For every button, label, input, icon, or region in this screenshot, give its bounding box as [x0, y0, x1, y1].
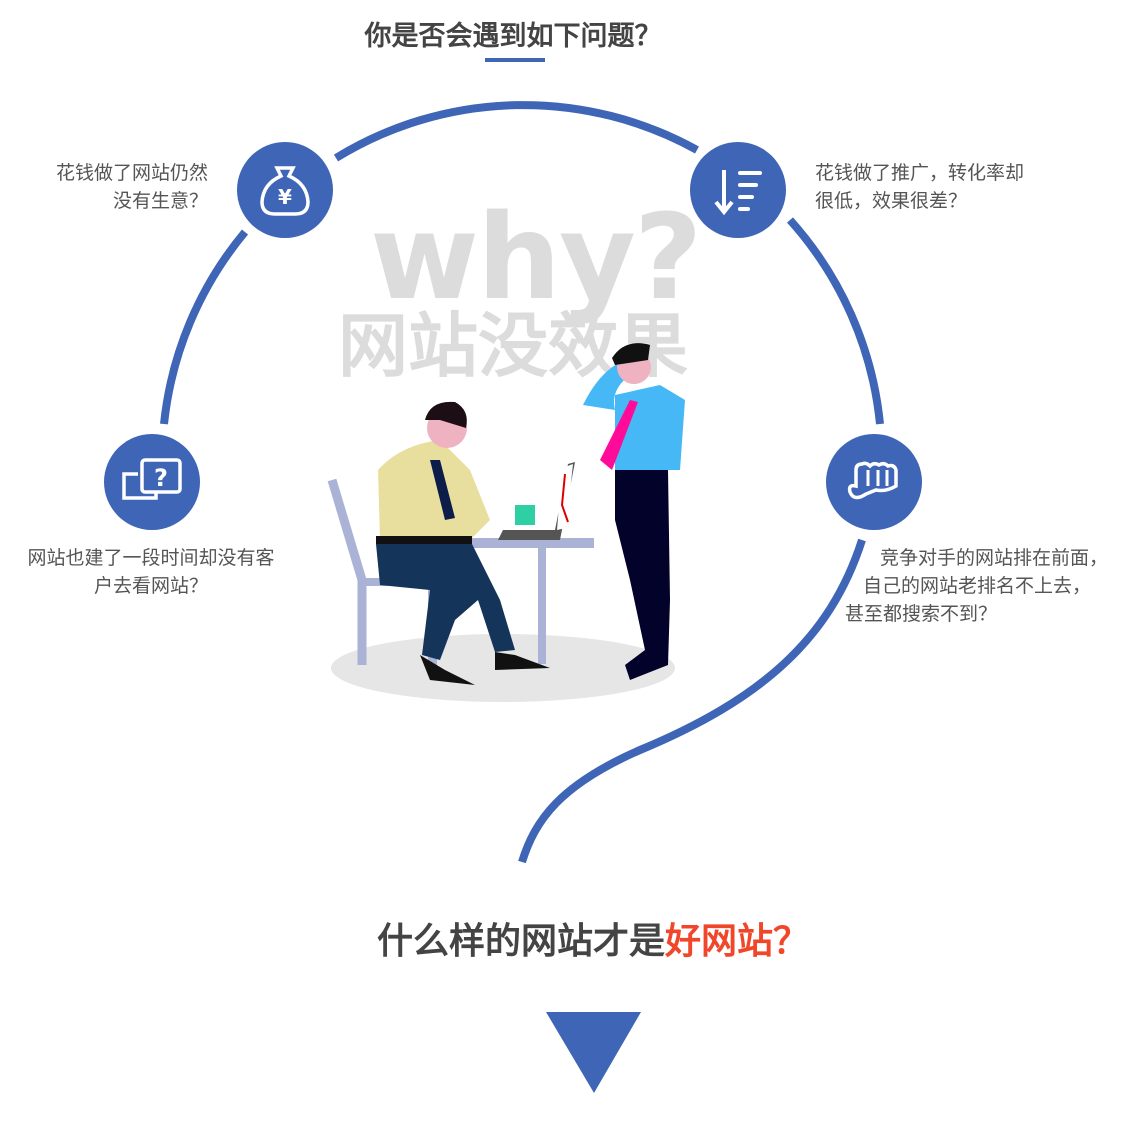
question-chat-icon: ? [122, 458, 182, 500]
problem-1-line-1: 花钱做了网站仍然 [55, 162, 208, 184]
problem-1-line-2: 没有生意？ [112, 190, 208, 212]
problem-2-text: 花钱做了推广，转化率却 很低，效果很差？ [815, 159, 1024, 215]
sort-descending-icon [714, 170, 762, 216]
down-arrow-icon [546, 1012, 641, 1093]
problem-2-icon-badge [690, 142, 786, 238]
problem-2-line-1: 花钱做了推广，转化率却 [815, 162, 1025, 184]
problem-2-line-2: 很低，效果很差？ [815, 190, 968, 212]
problem-4-line-3: 甚至都搜索不到？ [845, 603, 998, 625]
money-bag-icon: ¥ [260, 166, 310, 216]
illustration-frustrated-workers [327, 343, 685, 702]
title-suffix: ？ [773, 921, 810, 962]
fist-icon [847, 461, 898, 500]
title-highlight: 好网站 [664, 921, 773, 962]
problem-4-text: 竞争对手的网站排在前面， 自己的网站老排名不上去， 甚至都搜索不到？ [845, 544, 1108, 628]
problem-4-line-1: 竞争对手的网站排在前面， [880, 547, 1109, 569]
problem-4-icon-badge [826, 434, 922, 530]
page-title: 你是否会遇到如下问题？ [364, 21, 662, 52]
title-prefix: 什么样的网站才是 [376, 921, 665, 962]
problem-3-icon-badge: ? [104, 434, 200, 530]
section-question-title: 什么样的网站才是好网站？ [0, 912, 1130, 964]
problem-3-line-2: 户去看网站？ [93, 575, 208, 597]
problem-4-line-2: 自己的网站老排名不上去， [863, 575, 1092, 597]
problem-3-line-1: 网站也建了一段时间却没有客 [27, 547, 275, 569]
problem-1-icon-badge: ¥ [237, 142, 333, 238]
problem-1-text: 花钱做了网站仍然 没有生意？ [48, 159, 208, 215]
problem-3-text: 网站也建了一段时间却没有客 户去看网站？ [20, 544, 282, 600]
svg-text:¥: ¥ [278, 185, 292, 209]
title-underline [485, 58, 545, 62]
watermark-why: why? [370, 188, 702, 326]
svg-text:?: ? [154, 464, 168, 492]
